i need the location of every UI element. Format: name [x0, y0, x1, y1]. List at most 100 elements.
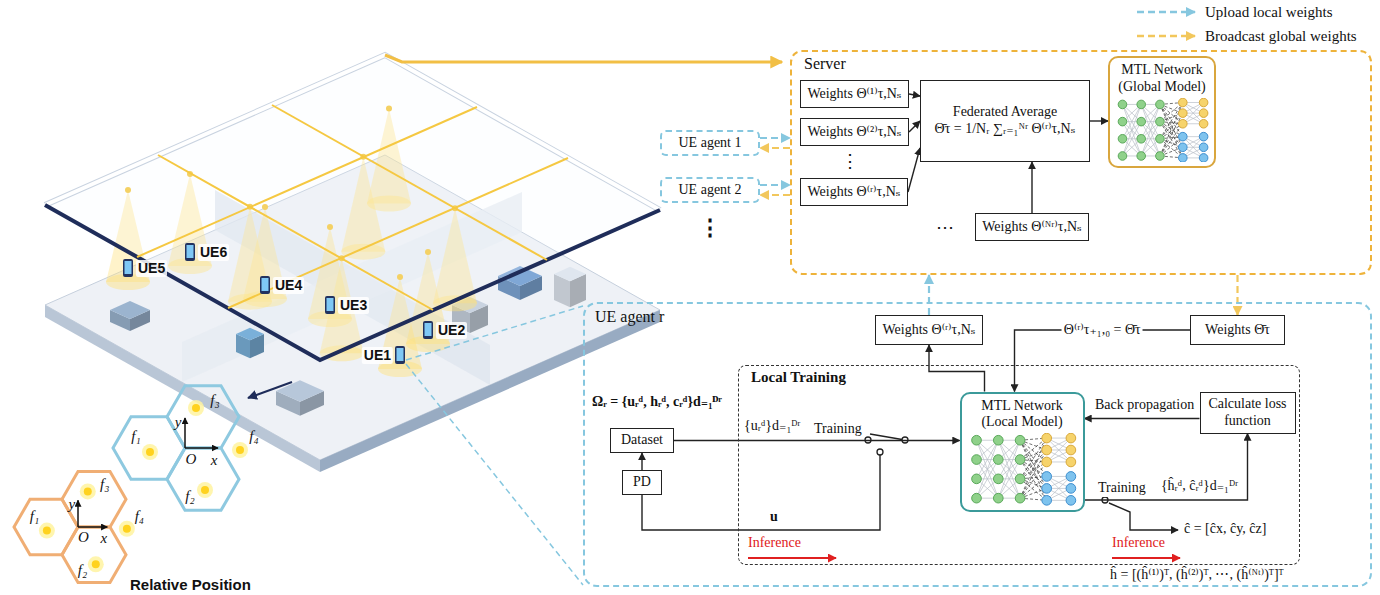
flow-arrow [909, 121, 920, 132]
zoom-line [406, 306, 583, 360]
flow-arrow [641, 453, 642, 470]
legend-sample [1135, 29, 1199, 43]
network-icon [993, 436, 1003, 446]
phone-icon [125, 261, 132, 274]
network-icon [1199, 98, 1208, 107]
axis-label: f₄ [135, 507, 144, 525]
hexagon-cell [43, 527, 51, 535]
box-text: UE agent 2 [679, 182, 742, 199]
mode-label: Inference [748, 535, 801, 552]
network-icon [1015, 436, 1025, 446]
network-icon [1156, 151, 1165, 160]
network-icon [971, 436, 981, 446]
network-icon [1199, 132, 1208, 141]
flow-arrow [1031, 162, 1032, 213]
box-text: MTL Network (Local Model) [976, 398, 1069, 432]
network-icon [971, 455, 981, 465]
hexagon-cell [142, 444, 158, 460]
weight-transfer-arrow [760, 194, 790, 196]
box-text: Θ̄τ = 1/Nᵣ ∑ᵣ₌₁ᴺʳ Θ⁽ʳ⁾τ,Nₛ [935, 121, 1076, 138]
box-text: Weights Θ⁽ᴺʳ⁾τ,Nₛ [982, 219, 1082, 236]
network-icon [1179, 98, 1188, 107]
network-icon [1199, 153, 1208, 162]
panel-title: Server [804, 54, 846, 73]
edge-label: Back propagation [1093, 397, 1196, 414]
network-icon [1141, 104, 1160, 156]
axis-label: x [211, 451, 218, 469]
box-text: Weights Θ̄τ [1205, 322, 1270, 339]
hexagon-cell [188, 400, 204, 416]
weights-box: Weights Θ̄τ [1190, 315, 1285, 345]
phone-icon [260, 276, 270, 294]
network-icon [1137, 151, 1146, 160]
ceiling-frame [45, 55, 660, 210]
network-icon [962, 433, 1083, 505]
network-icon [1118, 117, 1127, 126]
legend-sample [1135, 5, 1199, 19]
box-text: Weights Θ⁽ʳ⁾τ,Nₛ [807, 184, 900, 201]
signal-label: u [770, 509, 778, 526]
network-icon [993, 455, 1003, 465]
phone-icon [423, 321, 433, 339]
flow-arrow [908, 148, 920, 192]
network-icon [1015, 493, 1025, 503]
ellipsis: ⋯ [936, 217, 954, 239]
box-text: Weights Θ⁽ʳ⁾τ,Nₛ [882, 322, 975, 339]
network-icon [1137, 117, 1146, 126]
axis-label: y [68, 495, 75, 513]
weights-box: Weights Θ⁽¹⁾τ,Nₛ [800, 80, 909, 108]
aggregation-box: Federated AverageΘ̄τ = 1/Nᵣ ∑ᵣ₌₁ᴺʳ Θ⁽ʳ⁾τ… [920, 80, 1090, 162]
loss-box: Calculate loss function [1200, 392, 1296, 434]
network-icon [1199, 143, 1208, 152]
ue-label: UE1 [362, 347, 393, 364]
network-icon [993, 474, 1003, 484]
network-icon [1015, 474, 1025, 484]
weight-transfer-arrow [760, 137, 790, 139]
ue-label: UE3 [338, 297, 369, 314]
phone-icon [395, 346, 405, 364]
ceiling-frame [45, 205, 660, 360]
hexagon-cell [84, 487, 92, 495]
network-icon [1066, 496, 1076, 506]
legend-sample [1137, 35, 1195, 37]
output-formula: ĥ = [(ĥ⁽¹⁾)ᵀ, (ĥ⁽²⁾)ᵀ, ⋯, (ĥ⁽ᴺᵗ⁾)ᵀ]ᵀ [1110, 567, 1284, 584]
agent-box: UE agent 2 [660, 177, 760, 203]
led-strip [158, 155, 433, 310]
phone-icon [397, 348, 404, 361]
uplink-arrow [385, 55, 782, 62]
led-strip [137, 107, 477, 257]
phone-icon [423, 321, 433, 339]
inference-arrow [1112, 557, 1180, 559]
hexagon-cell [39, 523, 55, 539]
weight-transfer-arrow [1236, 275, 1238, 315]
ue-label: UE2 [436, 322, 467, 339]
inference-path [642, 455, 880, 530]
hexagon-cell [123, 525, 131, 533]
panel-title: UE agent r [595, 307, 664, 326]
flow-arrow [1090, 120, 1108, 121]
weight-transfer-arrow [760, 147, 790, 149]
ellipsis: ⋮ [841, 151, 859, 173]
legend-text: Broadcast global weights [1205, 27, 1357, 45]
ellipsis: ⋮ [699, 215, 721, 241]
furniture [554, 267, 586, 281]
led-strip [228, 158, 568, 308]
box-text: PD [633, 474, 651, 491]
hexagon-cell [80, 483, 96, 499]
axis-label: f₃ [100, 475, 109, 493]
network-icon [1179, 153, 1188, 162]
hexagon-cell [192, 404, 200, 412]
network-icon [1066, 433, 1076, 443]
network-icon [1041, 484, 1051, 494]
ceiling-frame [45, 55, 660, 360]
ue-label: UE5 [136, 260, 167, 277]
hexagon-cell [201, 486, 209, 494]
network-icon [1066, 445, 1076, 455]
box-text: MTL Network (Global Model) [1114, 62, 1210, 96]
ceiling-frame [45, 55, 660, 360]
hexagon-cell [88, 556, 104, 572]
furniture [236, 328, 264, 341]
axis-label: x [100, 529, 107, 547]
network-icon [1156, 134, 1165, 143]
network-icon [1122, 104, 1141, 156]
